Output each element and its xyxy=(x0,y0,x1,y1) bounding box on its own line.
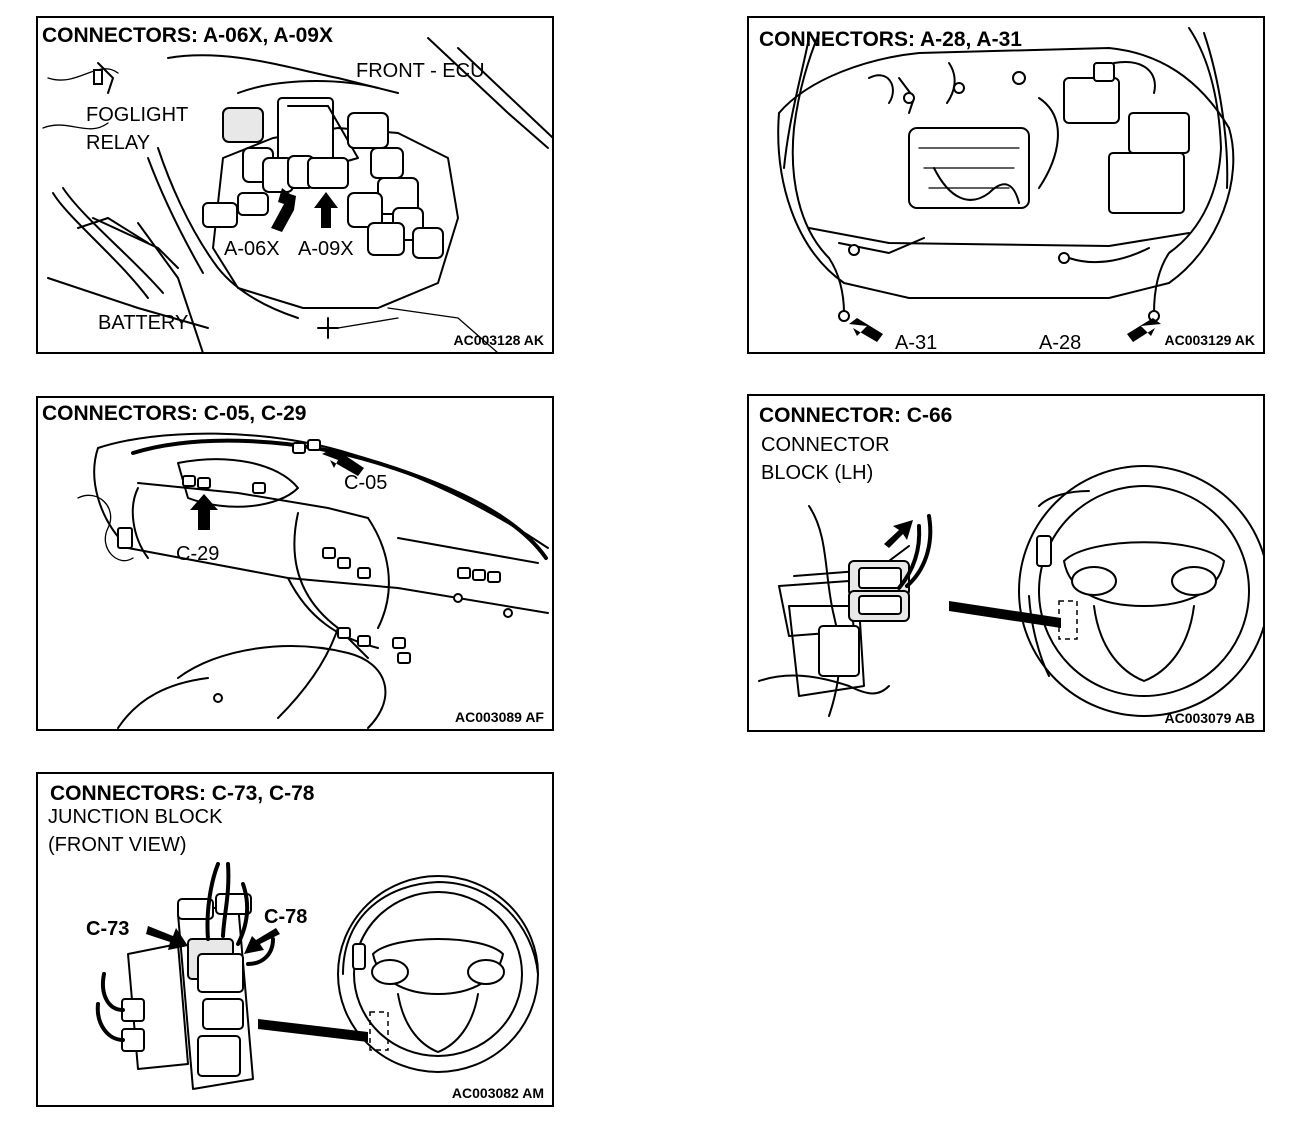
figure-code: AC003089 AF xyxy=(455,709,544,725)
junction-block-label: JUNCTION BLOCK xyxy=(48,806,223,828)
engine-bay-relay-illustration xyxy=(42,37,552,352)
figure-code: AC003128 AK xyxy=(453,332,544,348)
panel-c05-c29: CONNECTORS: C-05, C-29 C-05 C-29 AC00308… xyxy=(36,396,554,731)
a31-label: A-31 xyxy=(895,332,938,354)
foglight-label: FOGLIGHT xyxy=(86,104,189,126)
a06x-label: A-06X xyxy=(224,238,280,260)
c78-label: C-78 xyxy=(264,906,308,928)
panel-title: CONNECTORS: A-06X, A-09X xyxy=(42,24,333,47)
battery-label: BATTERY xyxy=(98,312,189,334)
connector-block-illustration xyxy=(758,465,1263,717)
figure-code: AC003082 AM xyxy=(451,1085,544,1101)
c73-label: C-73 xyxy=(86,918,130,940)
figure-code: AC003129 AK xyxy=(1164,332,1255,348)
engine-compartment-illustration xyxy=(777,27,1235,342)
panel-a28-a31: CONNECTORS: A-28, A-31 A-31 A-28 AC00312… xyxy=(747,16,1265,354)
a09x-label: A-09X xyxy=(298,238,354,260)
dashboard-harness-illustration xyxy=(77,432,549,729)
relay-label: RELAY xyxy=(86,132,151,154)
front-view-label: (FRONT VIEW) xyxy=(48,834,187,856)
junction-block-illustration xyxy=(95,862,539,1090)
panel-a06x-a09x: CONNECTORS: A-06X, A-09X FRONT - ECU FOG… xyxy=(36,16,554,354)
panel-title: CONNECTORS: A-28, A-31 xyxy=(759,28,1022,51)
c29-label: C-29 xyxy=(176,543,220,565)
panel-c73-c78: CONNECTORS: C-73, C-78 JUNCTION BLOCK (F… xyxy=(36,772,554,1107)
panel-title: CONNECTOR: C-66 xyxy=(759,404,953,427)
figure-code: AC003079 AB xyxy=(1164,710,1255,726)
a28-label: A-28 xyxy=(1039,332,1082,354)
panel-title: CONNECTORS: C-73, C-78 xyxy=(50,782,315,805)
panel-c66: CONNECTOR: C-66 CONNECTOR BLOCK (LH) AC0… xyxy=(747,394,1265,732)
c05-label: C-05 xyxy=(344,472,388,494)
front-ecu-label: FRONT - ECU xyxy=(356,60,485,82)
panel-title: CONNECTORS: C-05, C-29 xyxy=(42,402,307,425)
connector-label: CONNECTOR xyxy=(761,434,890,456)
block-lh-label: BLOCK (LH) xyxy=(761,462,874,484)
